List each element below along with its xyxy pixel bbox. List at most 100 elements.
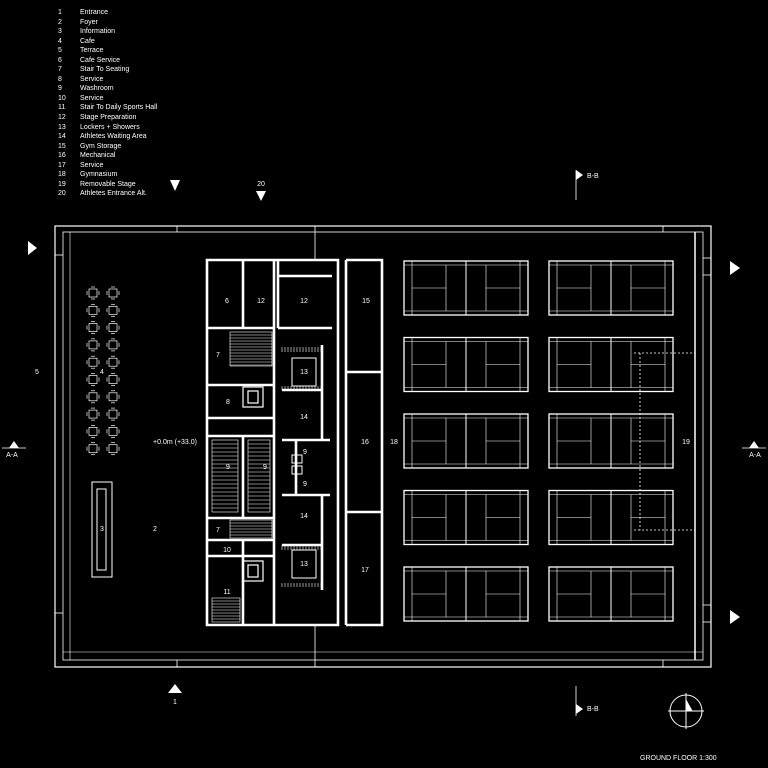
legend-label: Gymnasium: [80, 171, 118, 179]
removable-stage-outline: [634, 352, 695, 531]
room-tag: 18: [390, 439, 398, 446]
legend-label: Foyer: [80, 18, 98, 26]
legend-label: Cafe Service: [80, 56, 121, 64]
legend-number: 6: [58, 56, 62, 64]
stair-run: [281, 386, 322, 390]
legend-label: Gym Storage: [80, 142, 122, 150]
arrow-right-icon: [28, 241, 37, 255]
legend-item: 8 Service: [58, 75, 157, 85]
legend-item: 7 Stair To Seating: [58, 65, 157, 75]
room-tag: 5: [35, 369, 39, 376]
table-icon: [86, 373, 100, 386]
room-tag: 8: [226, 399, 230, 406]
room-labels: 5 4 3 2 6 12 12 15 7 13 8 14 16 18 9 9 9…: [35, 298, 690, 596]
arrow-right-icon: [730, 610, 740, 624]
badminton-court: [403, 413, 529, 469]
badminton-court: [548, 336, 674, 393]
room-tag: 9: [303, 481, 307, 488]
sports-courts: [403, 260, 674, 622]
room-tag: 13: [300, 561, 308, 568]
stair-run: [229, 331, 273, 367]
room-tag: 15: [362, 298, 370, 305]
room-tag: 7: [216, 527, 220, 534]
table-icon: [106, 425, 120, 438]
cafe-tables: [86, 286, 120, 456]
legend-label: Stair To Seating: [80, 66, 130, 74]
badminton-court: [548, 566, 674, 622]
legend-number: 13: [58, 123, 66, 131]
stairs: [211, 331, 322, 623]
section-bb-bottom: B-B: [587, 706, 599, 713]
room-tag: 12: [257, 298, 265, 305]
legend-number: 16: [58, 152, 66, 160]
legend-number: 1: [58, 9, 62, 16]
legend-number: 17: [58, 161, 66, 169]
room-tag: 9: [226, 464, 230, 471]
table-icon: [86, 390, 100, 404]
table-icon: [106, 321, 120, 334]
stair-run: [211, 439, 239, 513]
legend-label: Athletes Waiting Area: [80, 133, 147, 141]
legend-number: 19: [58, 180, 66, 188]
room-tag: 19: [682, 439, 690, 446]
room-tag: 12: [300, 298, 308, 305]
legend-label: Lockers + Showers: [80, 123, 140, 131]
stair-run: [229, 519, 273, 539]
room-tag: 6: [225, 298, 229, 305]
legend-label: Removable Stage: [80, 180, 136, 188]
table-icon: [106, 286, 120, 300]
stair-run: [247, 439, 271, 513]
stair-run: [281, 347, 322, 352]
table-icon: [106, 338, 120, 352]
legend-item: 6 Cafe Service: [58, 56, 157, 66]
room-tag: 17: [361, 567, 369, 574]
badminton-court: [403, 260, 529, 316]
table-icon: [106, 355, 120, 369]
section-arrow-icon: [9, 441, 19, 448]
level-label: +0.0m (+33.0): [153, 439, 197, 446]
table-icon: [86, 442, 100, 456]
legend-number: 8: [58, 75, 62, 83]
legend-label: Washroom: [80, 85, 114, 93]
room-tag: 11: [223, 589, 230, 596]
section-bb-top: B-B: [587, 173, 599, 180]
legend-number: 12: [58, 114, 66, 122]
section-arrow-icon: [749, 441, 759, 448]
badminton-court: [548, 413, 674, 469]
room-tag: 9: [303, 449, 307, 456]
room-tag: 10: [223, 547, 231, 554]
stair-run: [281, 545, 322, 550]
drawing-title: GROUND FLOOR 1:300: [640, 755, 717, 762]
room-tag: 4: [100, 369, 104, 376]
legend-label: Cafe: [80, 37, 95, 45]
legend-number: 7: [58, 66, 62, 74]
section-markers: 20 1 A-A A-A B-B B-B: [2, 170, 766, 716]
legend-number: 5: [58, 47, 62, 55]
legend-label: Service: [80, 161, 104, 169]
service-core: [205, 258, 384, 627]
stair-run: [281, 583, 322, 587]
legend-item: 5 Terrace: [58, 46, 157, 56]
legend-label: Terrace: [80, 47, 104, 55]
legend-item: 19 Removable Stage: [58, 180, 157, 190]
room-tag: 7: [216, 352, 220, 359]
stair-run: [211, 597, 241, 623]
legend-label: Service: [80, 75, 104, 83]
arrow-down-icon: [256, 191, 266, 201]
legend-label: Stair To Daily Sports Hall: [80, 104, 158, 112]
table-icon: [86, 303, 100, 317]
